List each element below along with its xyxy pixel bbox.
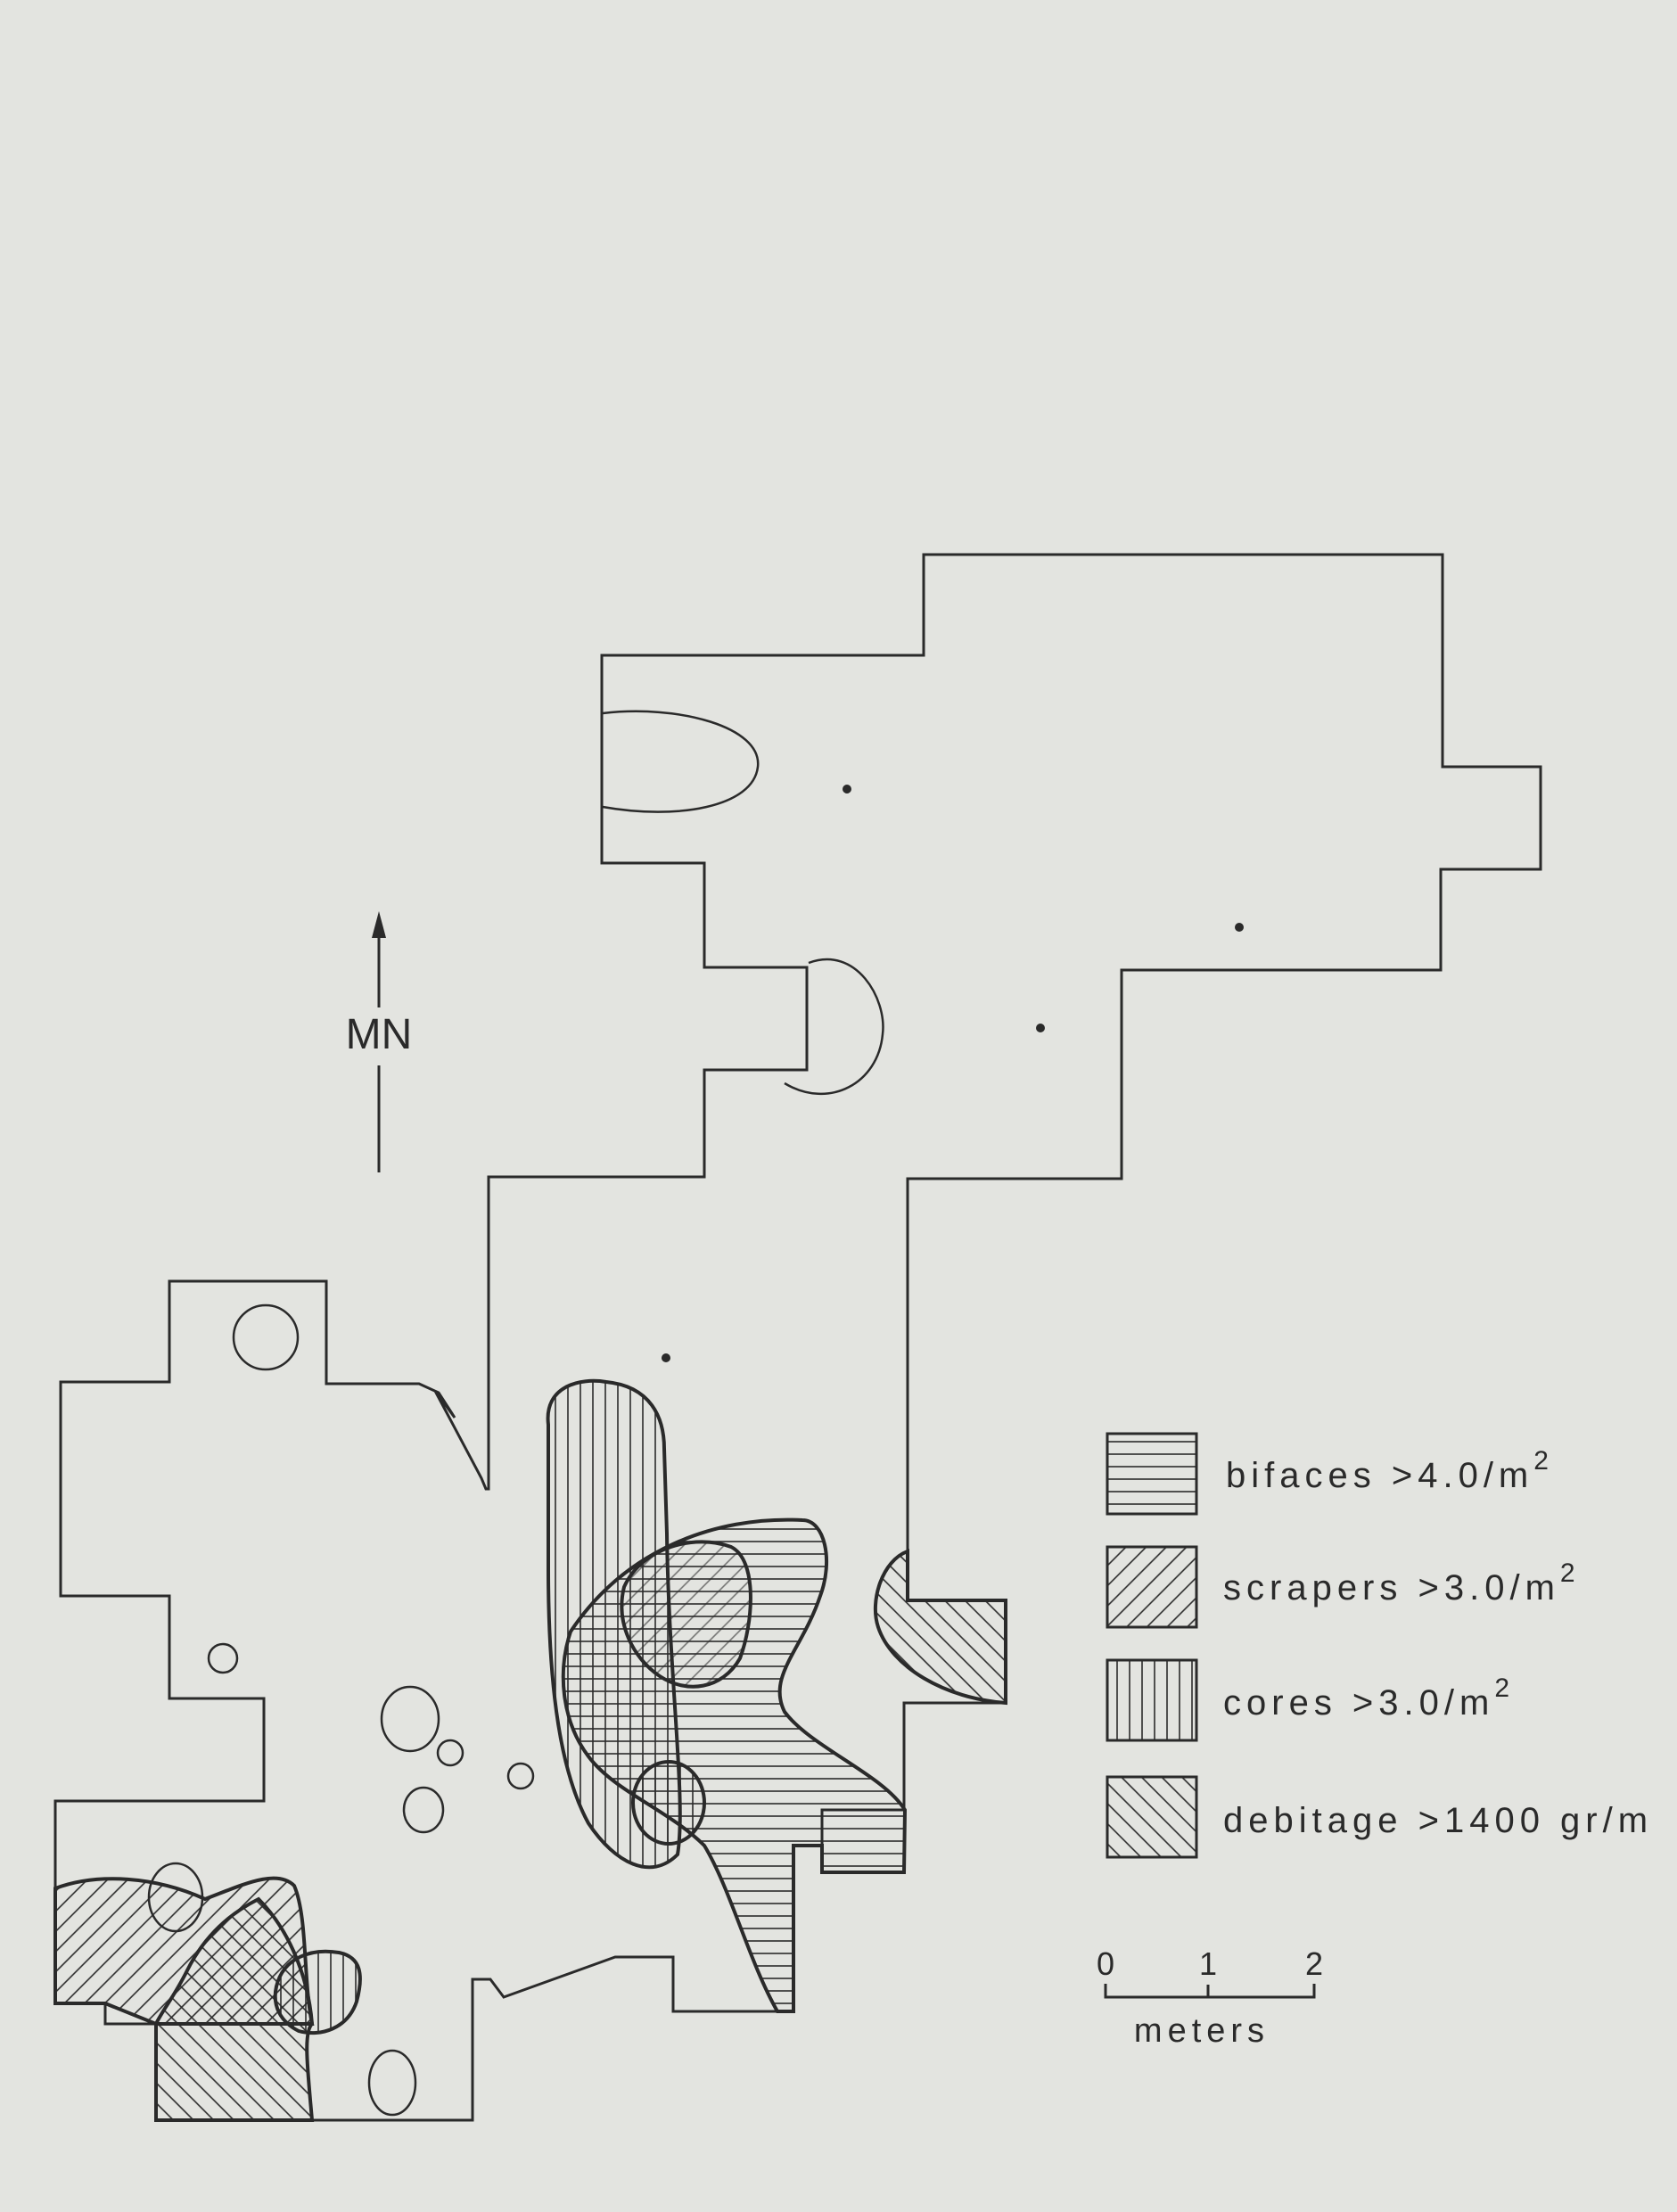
- feature-oval-6: [402, 1786, 445, 1834]
- scale-bar: 0 1 2 meters: [1097, 1945, 1323, 2050]
- zone-cores-southwest: [273, 1949, 362, 2035]
- feature-circle-4: [436, 1739, 464, 1767]
- point-1: [843, 785, 851, 794]
- legend-swatch-scrapers: [1106, 1545, 1198, 1629]
- scale-unit: meters: [1134, 2012, 1270, 2050]
- north-arrow-icon: [372, 911, 386, 938]
- north-arrow: MN: [346, 911, 413, 1172]
- zone-debitage-east: [873, 1549, 1007, 1706]
- point-2: [1235, 923, 1244, 932]
- feature-oval-3: [380, 1685, 440, 1753]
- zone-cores-small: [631, 1760, 706, 1846]
- legend-item-bifaces: bifaces >4.0/m2: [1106, 1432, 1554, 1516]
- legend-label-cores: cores >3.0/m: [1223, 1683, 1494, 1723]
- feature-circle-5: [506, 1762, 535, 1790]
- svg-text:cores >3.0/m2: cores >3.0/m2: [1223, 1673, 1515, 1723]
- zone-scrapers-central: [620, 1540, 752, 1689]
- features: [147, 710, 1244, 2117]
- svg-text:bifaces >4.0/m2: bifaces >4.0/m2: [1226, 1446, 1554, 1495]
- scale-tick-2: 2: [1305, 1945, 1323, 1982]
- legend-swatch-cores: [1106, 1658, 1198, 1742]
- legend-sup-scrapers: 2: [1560, 1558, 1581, 1588]
- legend-item-debitage: debitage >1400 gr/m: [1106, 1775, 1653, 1859]
- feature-oval-7: [367, 2049, 417, 2117]
- scale-tick-1: 1: [1199, 1945, 1217, 1982]
- legend-label-debitage: debitage >1400 gr/m: [1223, 1801, 1653, 1840]
- legend-swatch-bifaces: [1106, 1432, 1198, 1516]
- legend-sup-cores: 2: [1494, 1673, 1515, 1703]
- legend-sup-bifaces: 2: [1533, 1446, 1554, 1476]
- feature-half-circle-west: [784, 958, 884, 1096]
- density-zones: [53, 1378, 1007, 2122]
- legend-label-bifaces: bifaces >4.0/m: [1226, 1456, 1533, 1495]
- legend-label-scrapers: scrapers >3.0/m: [1223, 1568, 1560, 1608]
- feature-half-oval-north: [602, 710, 760, 813]
- legend-item-scrapers: scrapers >3.0/m2: [1106, 1545, 1581, 1629]
- scale-tick-0: 0: [1097, 1945, 1114, 1982]
- feature-circle-1: [232, 1303, 300, 1371]
- legend: bifaces >4.0/m2 scrapers >3.0/m2 cores >…: [1106, 1432, 1653, 1859]
- north-arrow-label: MN: [346, 1011, 413, 1058]
- legend-swatch-debitage: [1106, 1775, 1198, 1859]
- point-3: [1036, 1024, 1045, 1032]
- zone-debitage-southwest: [154, 1896, 315, 2122]
- legend-item-cores: cores >3.0/m2: [1106, 1658, 1515, 1742]
- point-4: [662, 1353, 670, 1362]
- feature-circle-2: [207, 1642, 239, 1674]
- svg-text:scrapers >3.0/m2: scrapers >3.0/m2: [1223, 1558, 1581, 1608]
